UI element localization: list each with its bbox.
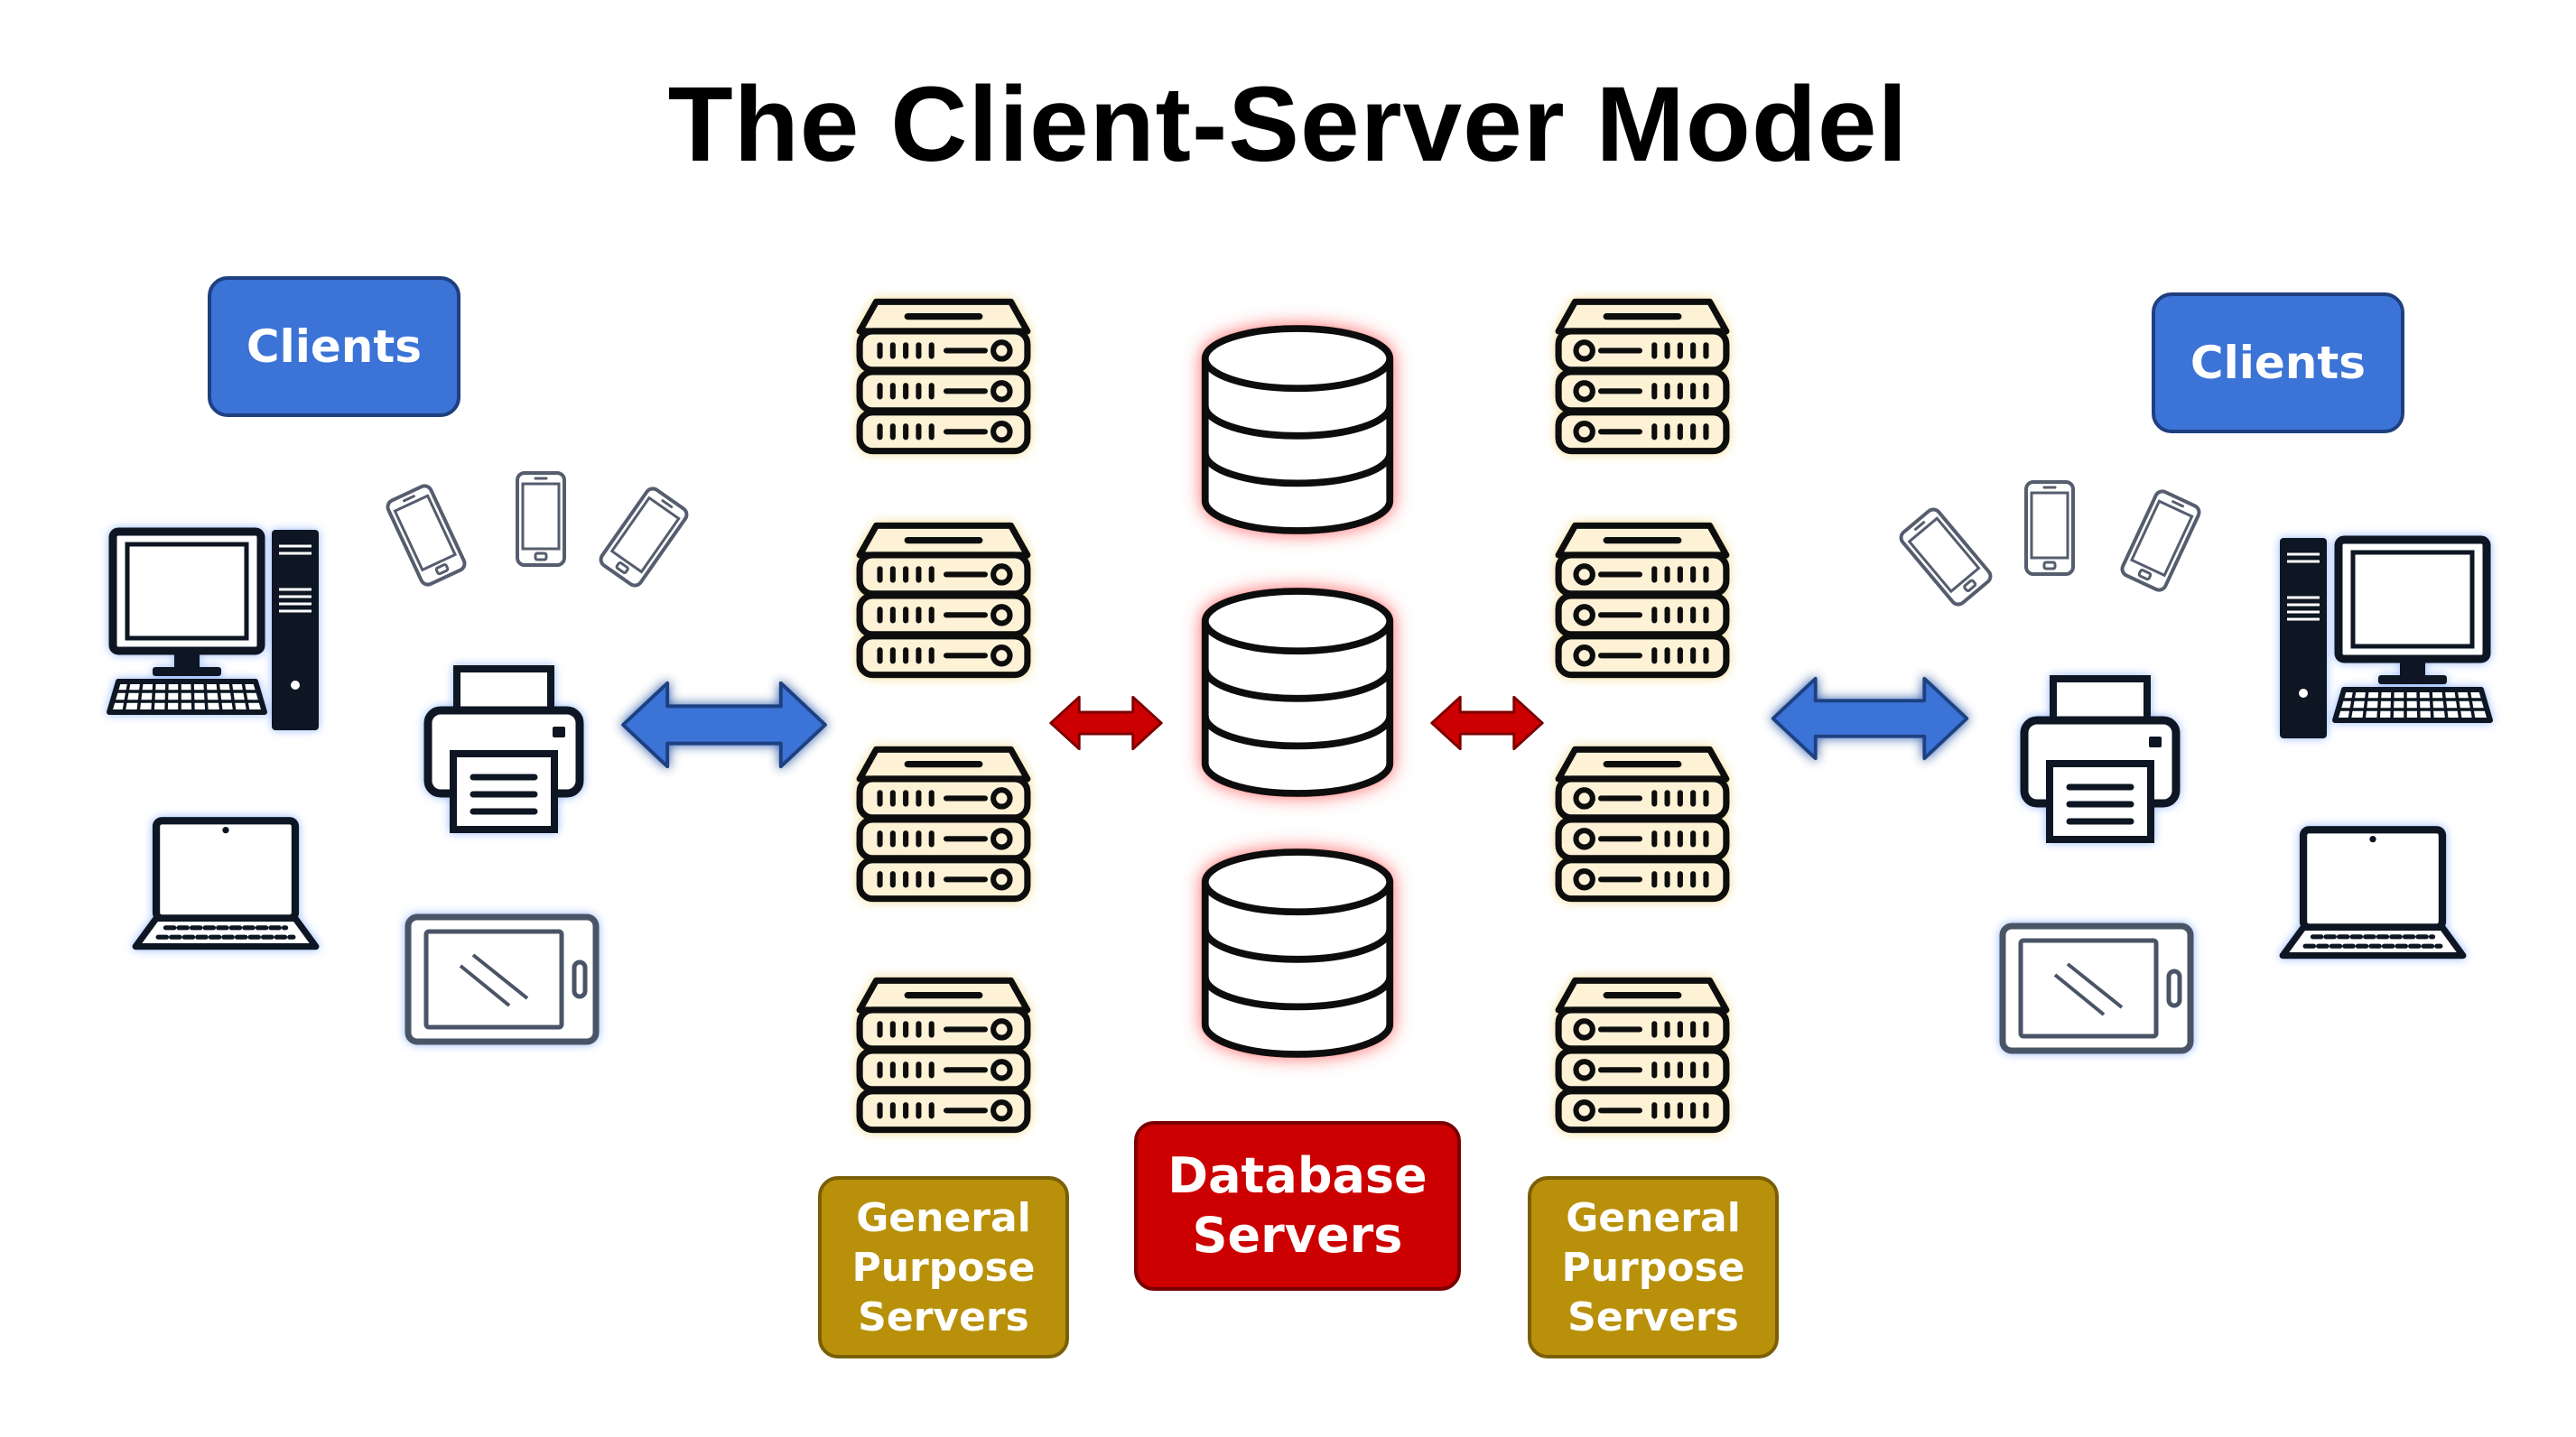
general-purpose-servers-label-right: General Purpose Servers [1528,1176,1779,1358]
clients-label-left: Clients [208,276,460,417]
desktop-tower-icon-left [270,528,321,732]
general-right-line-1: General [1566,1194,1741,1241]
clients-label-right: Clients [2152,292,2404,433]
database-line-1: Database [1167,1147,1427,1204]
client-server-arrow-right [1771,676,1969,761]
desktop-monitor-icon-left [109,532,265,712]
server-rack-icon-left-2 [860,525,1028,674]
tablet-icon-right [2003,926,2190,1051]
laptop-icon-left [135,820,316,946]
client-server-arrow-left [621,681,827,769]
server-rack-icon-right-4 [1558,980,1726,1129]
general-left-line-3: Servers [858,1293,1029,1340]
desktop-monitor-icon-right [2335,540,2490,720]
database-icon-3 [1205,852,1390,1054]
server-rack-icon-right-1 [1558,301,1726,450]
smartphone-icon-right-1 [1896,505,1995,609]
server-rack-icon-left-1 [860,301,1028,450]
server-rack-icon-left-4 [860,980,1028,1129]
smartphone-icon-left-1 [383,481,470,589]
desktop-tower-icon-right [2278,536,2329,740]
general-purpose-servers-label-left: General Purpose Servers [818,1176,1069,1358]
database-icon-2 [1205,591,1390,793]
smartphone-icon-left-3 [596,484,692,590]
server-database-arrow-right [1430,695,1544,751]
tablet-icon-left [408,917,596,1042]
smartphone-icon-right-3 [2117,487,2204,595]
printer-icon-left [428,669,580,830]
server-rack-icon-right-3 [1558,749,1726,898]
general-right-line-3: Servers [1567,1293,1739,1340]
clients-label-left-text: Clients [246,320,423,373]
server-rack-icon-right-2 [1558,525,1726,674]
server-database-arrow-left [1049,695,1163,751]
server-rack-icon-left-3 [860,749,1028,898]
general-right-line-2: Purpose [1561,1244,1745,1291]
laptop-icon-right [2283,830,2463,955]
smartphone-icon-right-2 [2024,480,2075,576]
page-title: The Client-Server Model [667,65,1909,184]
smartphone-icon-left-2 [516,471,566,567]
database-servers-label: Database Servers [1134,1121,1461,1291]
general-left-line-1: General [856,1194,1031,1241]
general-left-line-2: Purpose [851,1244,1036,1291]
clients-label-right-text: Clients [2190,337,2367,389]
printer-icon-right [2024,679,2176,839]
database-icon-1 [1205,329,1390,531]
database-line-2: Servers [1192,1207,1403,1264]
